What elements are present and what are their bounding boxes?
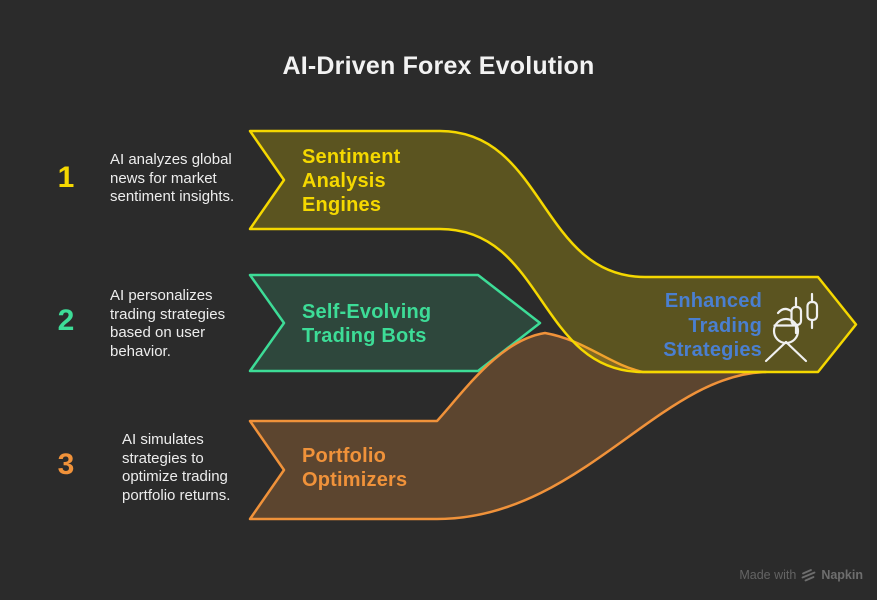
trader-candlestick-icon: [764, 292, 819, 363]
step-3-description: AI simulates strategies to optimize trad…: [122, 431, 231, 505]
trader-arm-left: [764, 340, 788, 363]
sentiment-band-label: Sentiment Analysis Engines: [302, 146, 401, 216]
portfolio-band-label: Portfolio Optimizers: [302, 445, 408, 491]
step-3-number: 3: [57, 448, 75, 481]
napkin-logo-icon: [801, 569, 816, 582]
step-2-number: 2: [57, 304, 75, 337]
sentiment-band-and-result-arrow-shape: [248, 129, 858, 374]
step-2-description: AI personalizes trading strategies based…: [110, 287, 226, 361]
result-arrow-label: Enhanced Trading Strategies: [663, 290, 762, 361]
trading-bots-band-label: Self-Evolving Trading Bots: [302, 301, 432, 347]
watermark-brand: Napkin: [821, 568, 863, 582]
trader-arm-right: [784, 340, 808, 363]
step-1-number: 1: [57, 161, 75, 194]
watermark-prefix: Made with: [739, 568, 797, 582]
watermark: Made with Napkin: [739, 568, 863, 582]
trading-bots-band-shape: [248, 273, 542, 373]
step-1-description: AI analyzes global news for market senti…: [110, 151, 235, 206]
trader-hair-arc: [776, 307, 793, 315]
page-title: AI-Driven Forex Evolution: [282, 52, 595, 80]
